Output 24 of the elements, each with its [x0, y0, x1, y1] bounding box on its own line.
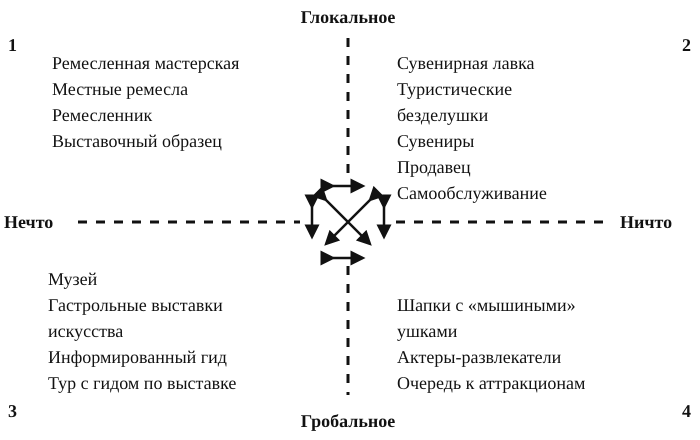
list-item: Тур с гидом по выставке	[48, 372, 236, 395]
quadrant-number: 1	[8, 34, 17, 57]
axis-label: Гробальное	[300, 410, 396, 433]
list-item: Сувенирная лавка	[397, 52, 535, 75]
quadrant-number: 2	[682, 34, 691, 57]
list-item: Гастрольные выставки искусства	[48, 294, 224, 343]
axis-label: Глокальное	[300, 6, 396, 29]
axis-label: Нечто	[4, 211, 54, 234]
list-item: Шапки с «мышиными» ушками	[397, 294, 577, 343]
quadrant-number: 4	[682, 400, 691, 423]
list-item: Ремесленная мастерская	[52, 52, 240, 75]
list-item: Очередь к аттракционам	[397, 372, 586, 395]
list-item: Местные ремесла	[52, 78, 188, 101]
list-item: Самообслуживание	[397, 182, 547, 205]
list-item: Актеры-развлекатели	[397, 346, 562, 369]
axis-label: Ничто	[620, 211, 672, 234]
list-item: Информированный гид	[48, 346, 227, 369]
list-item: Ремесленник	[52, 104, 152, 127]
list-item: Продавец	[397, 156, 471, 179]
list-item: Музей	[48, 268, 98, 291]
quadrant-number: 3	[8, 400, 17, 423]
list-item: Выставочный образец	[52, 130, 222, 153]
list-item: Туристические безделушки	[397, 78, 514, 127]
list-item: Сувениры	[397, 130, 474, 153]
